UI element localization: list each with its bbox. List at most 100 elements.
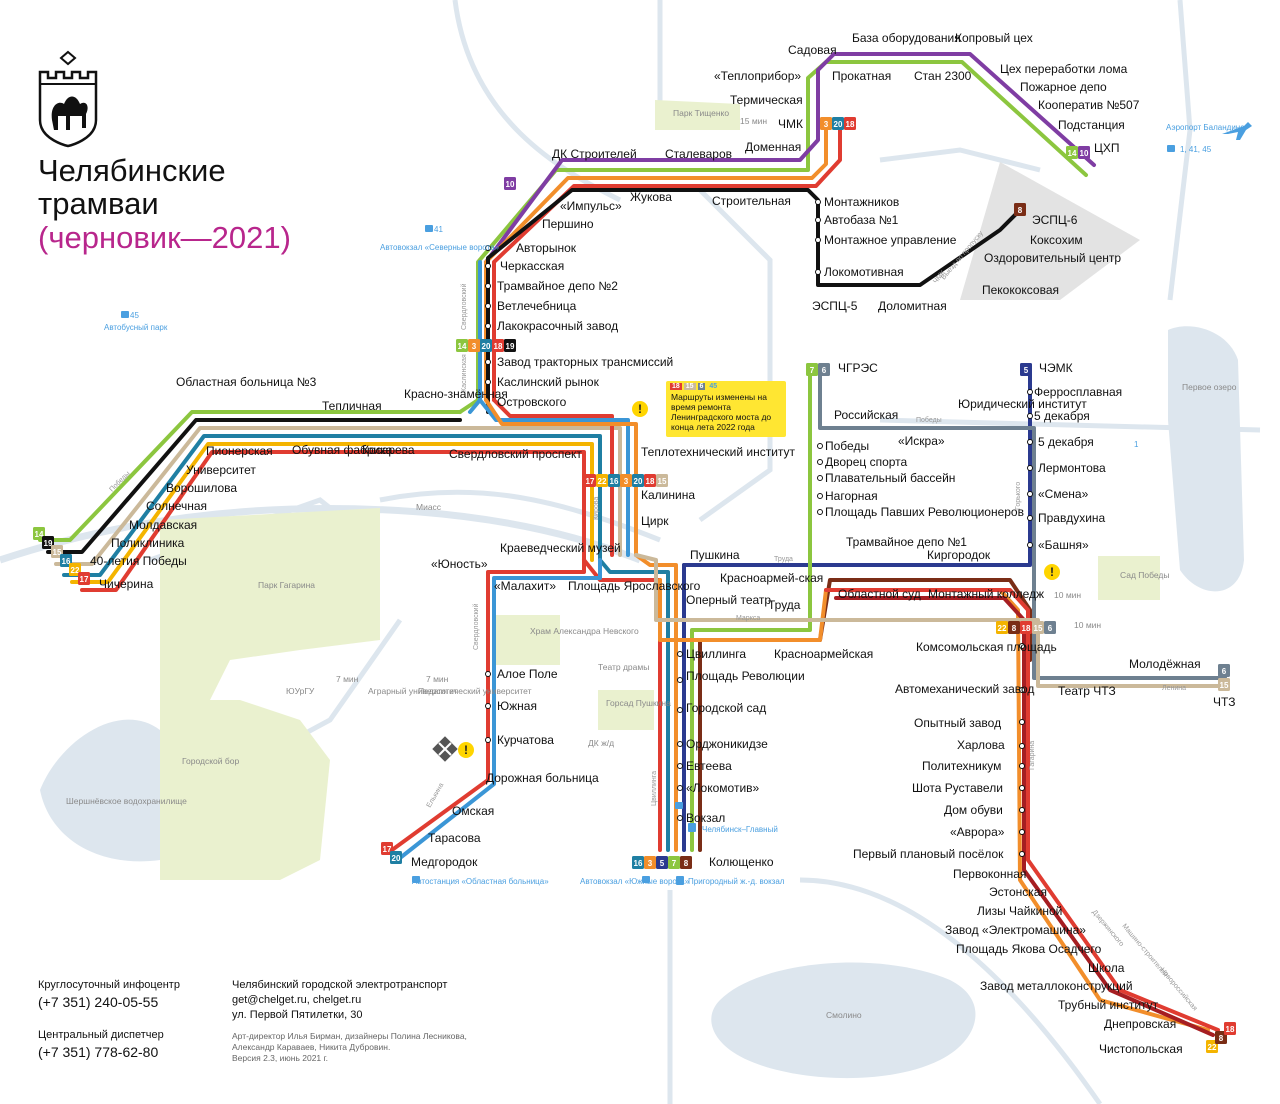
label-prigorod: Пригородный ж.-д. вокзал (688, 877, 785, 886)
route-badge-number: 3 (624, 477, 629, 486)
station-tsvillinga: Цвиллинга (686, 647, 746, 661)
line-beige-chtz (634, 553, 1227, 688)
station-pozharnoe: Пожарное депо (1020, 80, 1107, 94)
label-shershni: Шершнёвское водохранилище (66, 796, 187, 806)
station-avtomekh: Автомеханический завод (895, 682, 1034, 696)
info-phone[interactable]: (+7 351) 240-05-55 (38, 994, 159, 1010)
station-stroitelnaya: Строительная (712, 194, 791, 208)
station-nagornaya: Нагорная (825, 489, 878, 503)
route-badge-bg (644, 474, 656, 487)
station-dot (677, 815, 683, 821)
station-dot (1019, 643, 1025, 649)
route-badge-number: 14 (1068, 149, 1077, 158)
station-dot (1019, 851, 1025, 857)
label-15min: 15 мин (740, 116, 767, 126)
map-title: Челябинские трамваи (черновик—2021) (38, 154, 358, 255)
road (1167, 0, 1193, 301)
route-badge-number: 5 (1024, 366, 1029, 375)
route-badge-bg (504, 177, 516, 190)
org-web[interactable]: get@chelget.ru, chelget.ru (232, 994, 362, 1006)
station-lokomotivnaya: Локомотивная (824, 265, 904, 279)
station-dk: ДК Строителей (552, 147, 637, 161)
station-domobuvi: Дом обуви (944, 803, 1003, 817)
credits: Арт-директор Илья Бирман, дизайнеры Поли… (232, 1031, 467, 1052)
route-badge-number: 6 (1048, 624, 1053, 633)
bus-icon (412, 876, 420, 883)
station-krasnozn: Красно-знамённая (404, 387, 508, 401)
route-badge-bg (596, 474, 608, 487)
station-chemk: ЧЭМК (1039, 361, 1073, 375)
station-sverdlpr: Свердловский проспект (449, 447, 582, 461)
station-cherkasskaya: Черкасская (500, 259, 564, 273)
label-bus1: 1 (1134, 440, 1139, 449)
label-miass: Миасс (416, 502, 442, 512)
notice-text: Маршруты изменены на время ремонта Ленин… (671, 392, 772, 432)
station-dot (817, 475, 823, 481)
line-beige-kirova (468, 426, 622, 557)
route-badge-number: 18 (646, 477, 655, 486)
street-lenina: Ленина (1162, 685, 1186, 692)
route-badge-bg (69, 563, 81, 576)
route-badge-number: 16 (62, 557, 71, 566)
station-dot (485, 323, 491, 329)
label-gorsad-pushkina: Горсад Пушкина (606, 698, 671, 708)
station-chtz: ЧТЗ (1213, 695, 1235, 709)
route-badge-number: 3 (472, 342, 477, 351)
station-baza: База оборудования (852, 31, 961, 45)
station-dot (1019, 743, 1025, 749)
station-zhukova: Жукова (630, 190, 672, 204)
route-badge-bg (1020, 363, 1032, 376)
org-name: Челябинский городской электротранспорт (232, 979, 448, 991)
station-medgorodok: Медгородок (411, 855, 478, 869)
station-kasl: Каслинский рынок (497, 375, 600, 389)
station-krasnoarm1: Красноармей-ская (720, 571, 823, 585)
station-depo1: Трамвайное депо №1 (846, 535, 967, 549)
station-lakokras: Лакокрасочный завод (497, 319, 618, 333)
route-badge-number: 8 (1219, 1034, 1224, 1043)
station-markers (485, 199, 1033, 857)
title-line3: (черновик—2021) (38, 220, 291, 255)
route-badge-bg (1215, 1031, 1227, 1044)
station-opytny: Опытный завод (914, 716, 1001, 730)
badge-group-chtz: 615 (1218, 664, 1230, 691)
repair-notice: 18 15 6 45 Маршруты изменены на время ре… (666, 381, 786, 437)
bus-icon (642, 876, 650, 883)
route-badge-number: 15 (1034, 624, 1043, 633)
label-avtopark: Автобусный парк (104, 323, 168, 332)
route-badge-number: 15 (658, 477, 667, 486)
route-badge-number: 14 (458, 342, 467, 351)
notice-route: 18 (670, 383, 682, 390)
station-dot (1027, 413, 1033, 419)
station-dot (677, 651, 683, 657)
station-ztt: Завод тракторных трансмиссий (497, 355, 673, 369)
route-badge-bg (33, 527, 45, 540)
route-badge-bg (1032, 621, 1044, 634)
info-label: Круглосуточный инфоцентр (38, 979, 180, 991)
route-badge-bg (608, 474, 620, 487)
route-badge-bg (456, 339, 468, 352)
station-dneprovskaya: Днепровская (1104, 1017, 1176, 1031)
station-malakhit: «Малахит» (494, 579, 556, 593)
station-kharlova: Харлова (957, 738, 1005, 752)
station-osadchego: Площадь Якова Осадчего (956, 942, 1102, 956)
station-voroshilova: Ворошилова (166, 481, 237, 495)
park-gagarina (160, 508, 380, 700)
disp-phone[interactable]: (+7 351) 778-62-80 (38, 1044, 159, 1060)
route-badge-bg (390, 851, 402, 864)
lake-smolino (711, 962, 976, 1079)
station-pervokonnaya: Первоконная (953, 867, 1026, 881)
warning-icon: ! (632, 401, 648, 417)
station-dot (815, 237, 821, 243)
station-tshp: ЦХП (1094, 141, 1120, 155)
station-dot (815, 269, 821, 275)
label-airport-bus: 1, 41, 45 (1180, 145, 1212, 154)
label-bus45: 45 (130, 311, 139, 320)
label-pervoe-ozero: Первое озеро (1182, 382, 1237, 392)
station-dot (485, 283, 491, 289)
station-dot (485, 263, 491, 269)
route-badge-number: 22 (71, 566, 80, 575)
route-badge-bg (1020, 621, 1032, 634)
station-metallokon: Завод металлоконструкций (980, 979, 1133, 993)
route-badge-number: 3 (824, 120, 829, 129)
